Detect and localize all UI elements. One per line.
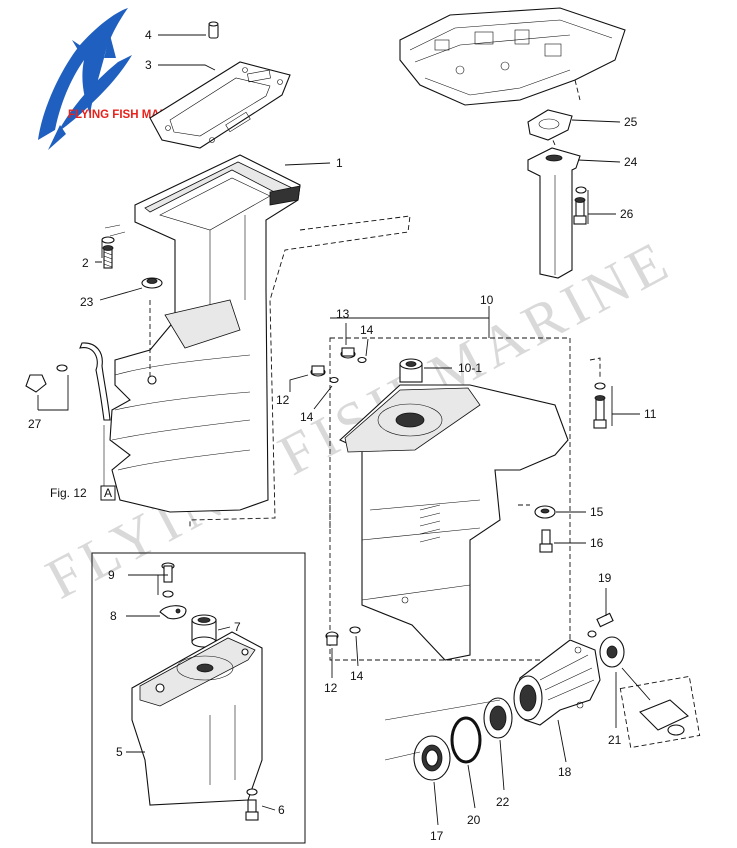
callout-12-upper: 12 [276,393,290,407]
assembly-10-outline [329,337,571,661]
gasket-part-25 [527,109,573,141]
callout-14-lower: 14 [350,669,364,683]
callout-16: 16 [590,536,604,550]
callout-20: 20 [467,813,481,827]
callout-17: 17 [430,829,444,843]
flying-fish-icon [38,8,132,150]
inset-detail-outline [619,675,701,749]
callout-18: 18 [558,765,572,779]
bearing-part-17 [413,735,451,781]
figure-ref-box [100,485,116,501]
callout-6: 6 [278,803,285,817]
seal-part-21 [599,636,625,668]
bushing-part-10-1 [399,358,423,383]
bracket-part-8 [159,605,187,620]
bolt-part-26 [573,186,587,225]
callout-26: 26 [620,207,634,221]
screw-part-12-upper [310,365,339,384]
detail-part [639,699,689,736]
callout-12-lower: 12 [324,681,338,695]
lower-casing-part-10 [339,384,569,661]
callout-1: 1 [336,156,343,170]
callout-22: 22 [496,795,510,809]
callout-25: 25 [624,115,638,129]
bolt-part-19 [587,612,614,638]
callout-2: 2 [82,256,89,270]
callout-14-top: 14 [360,323,374,337]
callout-27: 27 [28,417,42,431]
bearing-part-22 [483,697,513,739]
brand-logo: FLYING FISH MARINE [38,8,187,150]
grommet-part-15 [534,505,556,519]
callout-labels: 4 3 1 2 23 27 25 24 26 10 13 14 10-1 12 … [28,28,657,843]
pin-part-4 [208,21,219,39]
bolt-part-11 [593,382,607,429]
o-ring-part-20 [450,716,482,764]
callout-7: 7 [234,620,241,634]
callout-23: 23 [80,295,94,309]
bolt-part-16 [539,529,553,553]
callout-10: 10 [480,293,494,307]
figure-reference: Fig. 12 A [50,425,116,501]
callout-14-mid: 14 [300,410,314,424]
seal-part-7 [191,614,217,648]
screw-part-13 [340,347,367,364]
callout-15: 15 [590,505,604,519]
callout-24: 24 [624,155,638,169]
callout-10-1: 10-1 [458,361,482,375]
callout-21: 21 [608,733,622,747]
leader-lines [37,34,651,826]
bolt-part-2 [101,236,115,269]
grommet-part-23 [141,277,163,289]
callout-4: 4 [145,28,152,42]
callout-19: 19 [598,571,612,585]
callout-13: 13 [336,307,350,321]
gasket-part-3 [149,61,291,149]
callout-8: 8 [110,609,117,623]
figure-ref-box-letter: A [104,486,112,500]
lower-case-part-5 [131,631,263,806]
bolt-part-6 [245,788,259,821]
assembly-lines [104,79,601,761]
inset-box [91,552,306,844]
callout-9: 9 [108,568,115,582]
callout-5: 5 [116,745,123,759]
screw-part-12-lower [325,626,361,646]
exhaust-pipe-part-24 [527,147,581,279]
housing-part-18 [513,639,601,726]
bolt-part-9 [161,562,175,598]
callout-3: 3 [145,58,152,72]
callout-11: 11 [644,407,657,421]
upper-casing-part-1 [109,154,301,513]
figure-ref-label: Fig. 12 [50,486,87,500]
hose-part-27 [25,342,111,421]
engine-base-part [399,7,626,106]
